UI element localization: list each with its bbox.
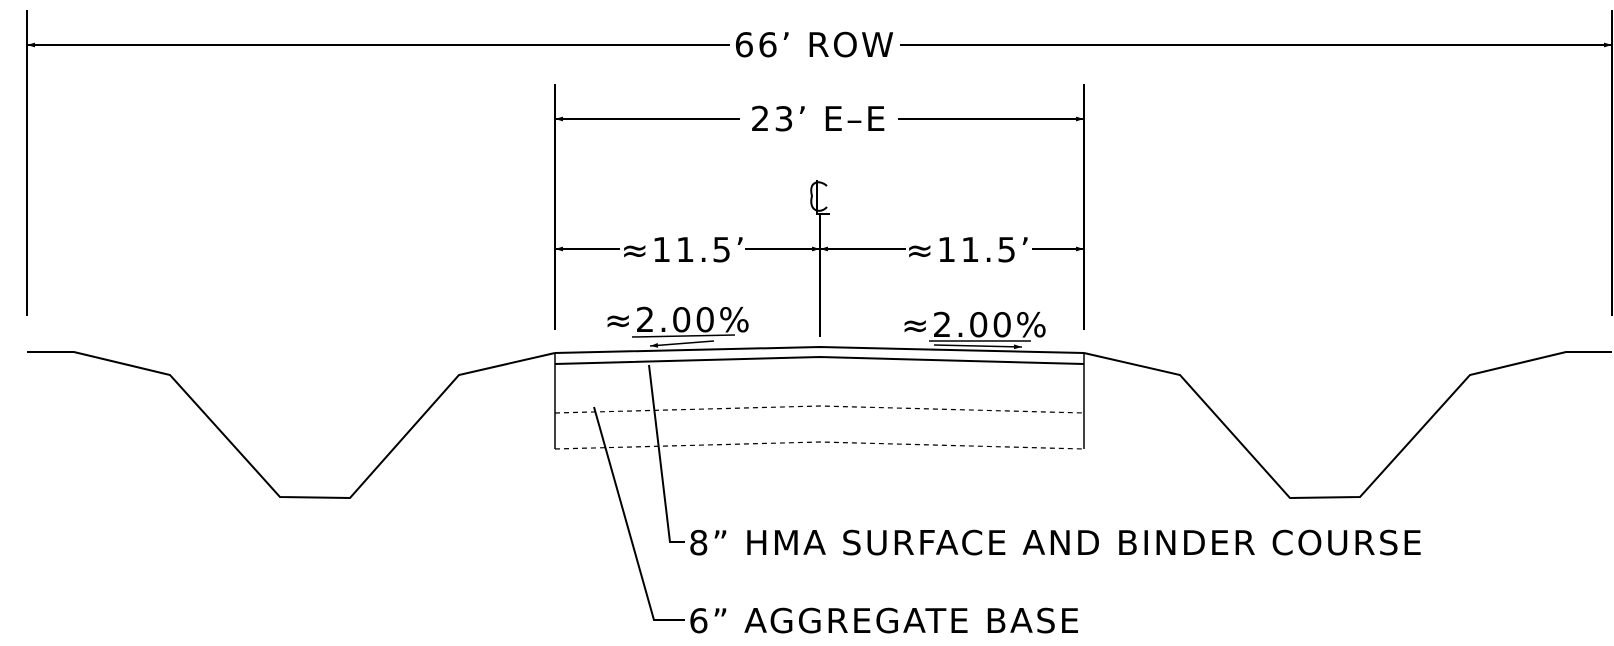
centerline-l-glyph: [816, 180, 830, 215]
left-slope-underline: [631, 334, 736, 338]
left-lane-label: ≈11.5’: [621, 231, 748, 271]
aggregate-callout-label: 6” AGGREGATE BASE: [688, 602, 1082, 642]
aggregate-base-top-dashed: [554, 405, 1085, 414]
row-dimension-label: 66’ ROW: [734, 26, 897, 66]
pavement-section: [554, 345, 1085, 450]
hma-callout: 8” HMA SURFACE AND BINDER COURSE: [648, 364, 1425, 564]
left-slope-annotation: ≈2.00%: [604, 301, 753, 348]
left-lane-dimension: ≈11.5’: [555, 231, 820, 271]
right-slope-arrow: [933, 344, 1023, 350]
left-slope-label: ≈2.00%: [604, 301, 753, 341]
aggregate-callout: 6” AGGREGATE BASE: [593, 406, 1082, 642]
right-slope-label: ≈2.00%: [901, 306, 1050, 346]
centerline-symbol: [810, 180, 830, 337]
edge-to-edge-dimension: 23’ E–E: [554, 84, 1085, 330]
centerline-c-glyph: [810, 181, 828, 212]
right-ground-profile: [1083, 351, 1612, 500]
right-slope-annotation: ≈2.00%: [901, 306, 1050, 350]
aggregate-leader-line: [593, 406, 685, 621]
aggregate-base-bottom-dashed: [554, 441, 1085, 450]
right-lane-dimension: ≈11.5’: [820, 231, 1084, 271]
hma-callout-label: 8” HMA SURFACE AND BINDER COURSE: [688, 524, 1425, 564]
right-lane-label: ≈11.5’: [906, 231, 1033, 271]
hma-layer-bottom: [554, 355, 1085, 365]
left-ground-profile: [27, 351, 556, 500]
pavement-top-surface: [554, 345, 1085, 354]
hma-leader-line: [648, 364, 685, 543]
row-dimension: 66’ ROW: [26, 10, 1613, 316]
left-slope-arrow: [649, 340, 715, 348]
ee-dimension-label: 23’ E–E: [750, 100, 889, 140]
